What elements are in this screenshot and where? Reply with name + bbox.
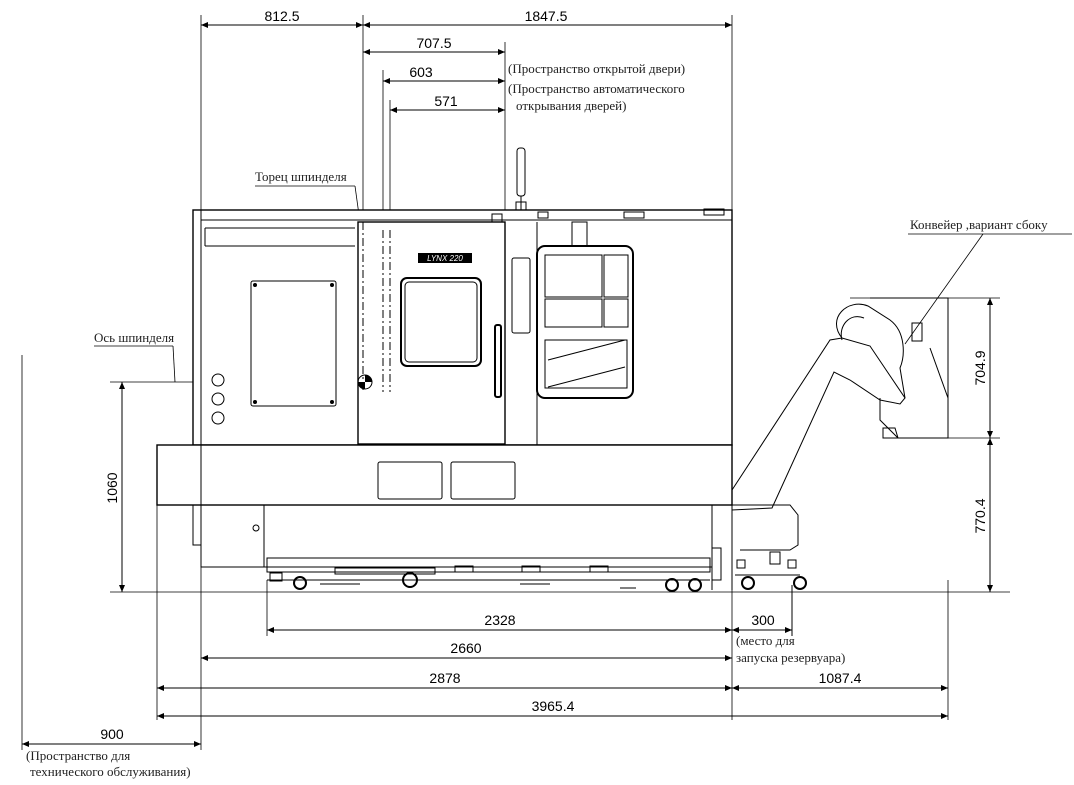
caster-wheel — [293, 576, 307, 590]
chip-conveyor — [711, 297, 949, 590]
dim-3965: 3965.4 — [532, 698, 575, 714]
leader-lines — [94, 185, 1072, 383]
note-spindle-axis: Ось шпинделя — [94, 330, 174, 345]
note-service-2: технического обслуживания) — [30, 764, 191, 779]
door-handle — [494, 324, 502, 398]
machine-base — [156, 444, 733, 506]
note-spindle-face: Торец шпинделя — [255, 169, 347, 184]
dim-1087: 1087.4 — [819, 670, 862, 686]
dim-812: 812.5 — [264, 8, 299, 24]
door-window — [400, 277, 482, 367]
dim-1847: 1847.5 — [525, 8, 568, 24]
signal-tower — [516, 147, 526, 197]
note-door-space: (Пространство открытой двери) — [508, 61, 685, 76]
note-service-1: (Пространство для — [26, 748, 130, 763]
dim-2328: 2328 — [484, 612, 515, 628]
base-panel-right — [450, 461, 516, 500]
port-circle — [211, 373, 225, 387]
logo-plate — [418, 253, 472, 263]
base-panel-left — [377, 461, 443, 500]
note-auto-door-2: открывания дверей) — [516, 98, 626, 113]
dim-2660: 2660 — [450, 640, 481, 656]
dim-770: 770.4 — [972, 498, 988, 533]
dim-571: 571 — [434, 93, 458, 109]
coolant-tank-bracket — [711, 547, 722, 581]
dim-704: 704.9 — [972, 350, 988, 385]
dim-707: 707.5 — [416, 35, 451, 51]
control-screen — [544, 254, 603, 298]
dim-300: 300 — [751, 612, 775, 628]
dim-1060: 1060 — [104, 472, 120, 503]
note-tank-2: запуска резервуара) — [736, 650, 845, 665]
dim-2878: 2878 — [429, 670, 460, 686]
logo-text: LYNX 220 — [427, 254, 463, 263]
dimension-lines — [22, 22, 993, 747]
control-panel — [536, 245, 634, 399]
note-conveyor: Конвейер ,вариант сбоку — [910, 217, 1048, 232]
note-auto-door-1: (Пространство автоматического — [508, 81, 685, 96]
conveyor-motor — [911, 322, 923, 342]
note-tank-1: (место для — [736, 633, 795, 648]
dim-900: 900 — [100, 726, 124, 742]
dim-603: 603 — [409, 64, 433, 80]
left-panel-window — [250, 280, 337, 407]
control-keypad — [544, 339, 628, 389]
machine-body: LYNX 220 — [156, 147, 733, 592]
lower-cabinet — [200, 504, 265, 568]
